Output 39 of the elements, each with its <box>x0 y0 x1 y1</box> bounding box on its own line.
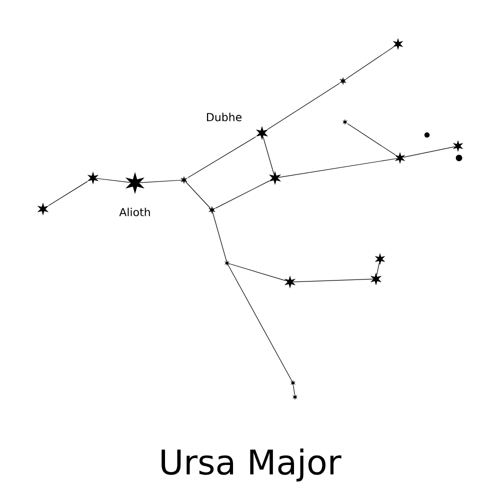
constellation-line <box>278 158 398 178</box>
star <box>180 176 188 184</box>
constellation-line <box>262 136 274 174</box>
constellation-line <box>188 136 256 178</box>
title: Ursa Major <box>162 448 342 482</box>
star <box>342 119 348 125</box>
constellation-line <box>347 123 396 156</box>
constellation-line <box>346 46 394 80</box>
star <box>284 276 296 288</box>
star <box>370 272 382 286</box>
star <box>208 206 216 214</box>
star <box>374 253 386 265</box>
constellation-line <box>267 82 340 130</box>
constellation-line <box>292 278 374 282</box>
star <box>394 152 406 164</box>
star <box>87 172 99 184</box>
star <box>224 260 230 266</box>
star <box>452 140 464 152</box>
constellation-line <box>139 180 182 183</box>
constellation-line <box>215 180 270 208</box>
star <box>256 126 268 140</box>
star <box>37 202 49 216</box>
constellation-line <box>228 263 286 282</box>
constellation-line <box>402 146 456 158</box>
star <box>340 77 346 85</box>
constellation-line <box>185 181 211 209</box>
star <box>392 38 404 50</box>
constellation-line <box>376 262 380 276</box>
star <box>290 380 296 386</box>
star-name: Alioth <box>119 208 150 216</box>
constellation-line <box>227 264 293 382</box>
constellation-line <box>212 212 227 262</box>
constellation-line <box>293 385 295 395</box>
star <box>125 172 145 194</box>
star <box>292 394 298 400</box>
star-name: Dubhe <box>207 112 242 122</box>
star <box>268 171 282 185</box>
constellation-line <box>96 178 130 183</box>
constellation-line <box>48 181 88 206</box>
